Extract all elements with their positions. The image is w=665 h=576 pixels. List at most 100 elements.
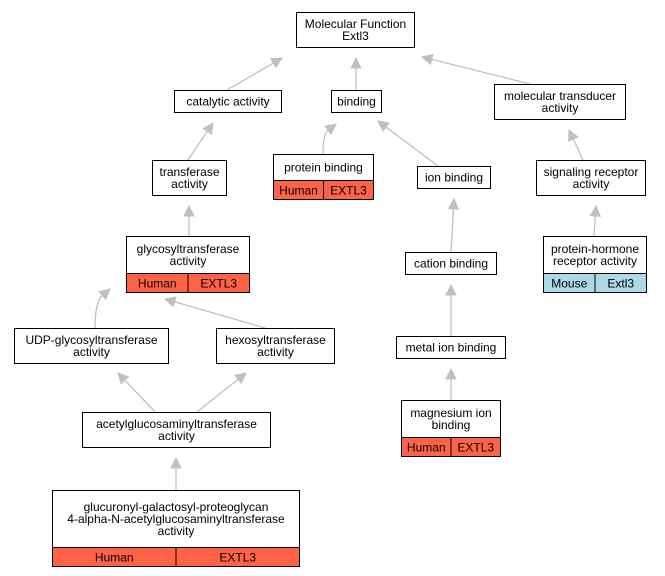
node-cation[interactable]: cation binding [405,252,497,275]
node-label-line: acetylglucosaminyltransferase [96,417,257,431]
edge-acetyl-to-hexosyl [196,372,247,413]
node-box [494,84,626,120]
edge-line [226,62,274,91]
node-box [417,166,491,189]
arrow-head [445,367,457,380]
edge-line [196,378,239,413]
gene-label: EXTL3 [219,551,256,565]
node-label-line: receptor activity [553,254,637,268]
arrow-head [163,296,177,308]
node-label-line: transferase [159,165,219,179]
node-label-line: UDP-glycosyltransferase [25,333,157,347]
species-label: Human [279,184,318,198]
arrow-head [234,372,247,385]
node-label-line: Extl3 [342,29,369,43]
edge-line [174,301,266,329]
node-label-line: ion binding [425,171,483,185]
gene-cell [450,437,501,457]
node-box [174,90,282,113]
edge-acetyl-to-udp [117,372,156,413]
node-box [82,412,271,448]
gene-cell [175,547,300,567]
node-label-line: activity [170,254,207,268]
gene-label: Extl3 [607,277,634,291]
species-label: Human [138,277,177,291]
edge-hexosyl-to-glycosyl [163,296,266,329]
arrow-head [420,53,434,66]
node-box [14,328,169,364]
node-ion-binding[interactable]: ion binding [417,166,491,189]
arrow-head [183,204,195,217]
gene-label: EXTL3 [330,184,367,198]
arrow-head [98,288,111,301]
node-box [405,252,497,275]
edge-line [187,130,208,161]
arrow-head [202,122,214,135]
arrow-head [568,128,579,142]
arrow-head [350,56,362,69]
gene-label: EXTL3 [457,441,494,455]
node-label-line: molecular transducer [504,89,616,103]
edges-layer [94,53,602,490]
node-label-line: activity [257,345,294,359]
node-label-line: catalytic activity [186,95,269,109]
arrow-head [324,123,337,136]
edge-metal-to-cation [445,283,457,336]
edge-hormone-to-signaling [589,204,602,237]
edge-transferase-to-catalytic [187,122,214,161]
arrow-head [447,197,460,210]
node-catalytic[interactable]: catalytic activity [174,90,282,113]
arrow-head [117,372,130,385]
edge-transducer-to-mf [420,53,531,85]
annotation-row: Human EXTL3 [273,180,374,200]
arrow-head [445,283,457,296]
arrow-head [170,456,182,469]
node-label-line: protein binding [284,161,363,175]
edge-line [593,215,596,237]
node-label-line: cation binding [414,257,488,271]
edge-signaling-to-transducer [568,128,584,161]
gene-cell [187,273,250,293]
gene-cell [323,180,374,200]
node-label-line: binding [432,418,471,432]
node-metal[interactable]: metal ion binding [396,336,506,359]
gene-label: EXTL3 [200,277,237,291]
edge-line [322,129,329,155]
edge-glycosyl-to-transferase [183,204,195,236]
node-box [216,328,335,364]
node-label-line: hexosyltransferase [225,333,326,347]
node-label-line: 4-alpha-N-acetylglucosaminyltransferase [67,512,285,526]
node-glucuronyl[interactable]: glucuronyl-galactosyl-proteoglycan4-alph… [52,490,300,567]
node-label-line: activity [573,177,610,191]
node-label-line: activity [73,345,110,359]
edge-protein_binding-to-binding [322,123,337,155]
node-box [396,336,506,359]
edge-catalytic-to-mf [226,57,283,91]
node-label-line: activity [158,524,195,538]
edge-magnesium-to-metal [445,367,457,400]
edge-line [572,138,584,161]
node-box [331,90,382,113]
edge-cation-to-ion_binding [447,197,460,253]
arrow-head [589,204,602,217]
arrow-head [377,120,390,132]
node-box [152,160,227,196]
node-label-line: activity [158,429,195,443]
node-binding[interactable]: binding [331,90,382,113]
